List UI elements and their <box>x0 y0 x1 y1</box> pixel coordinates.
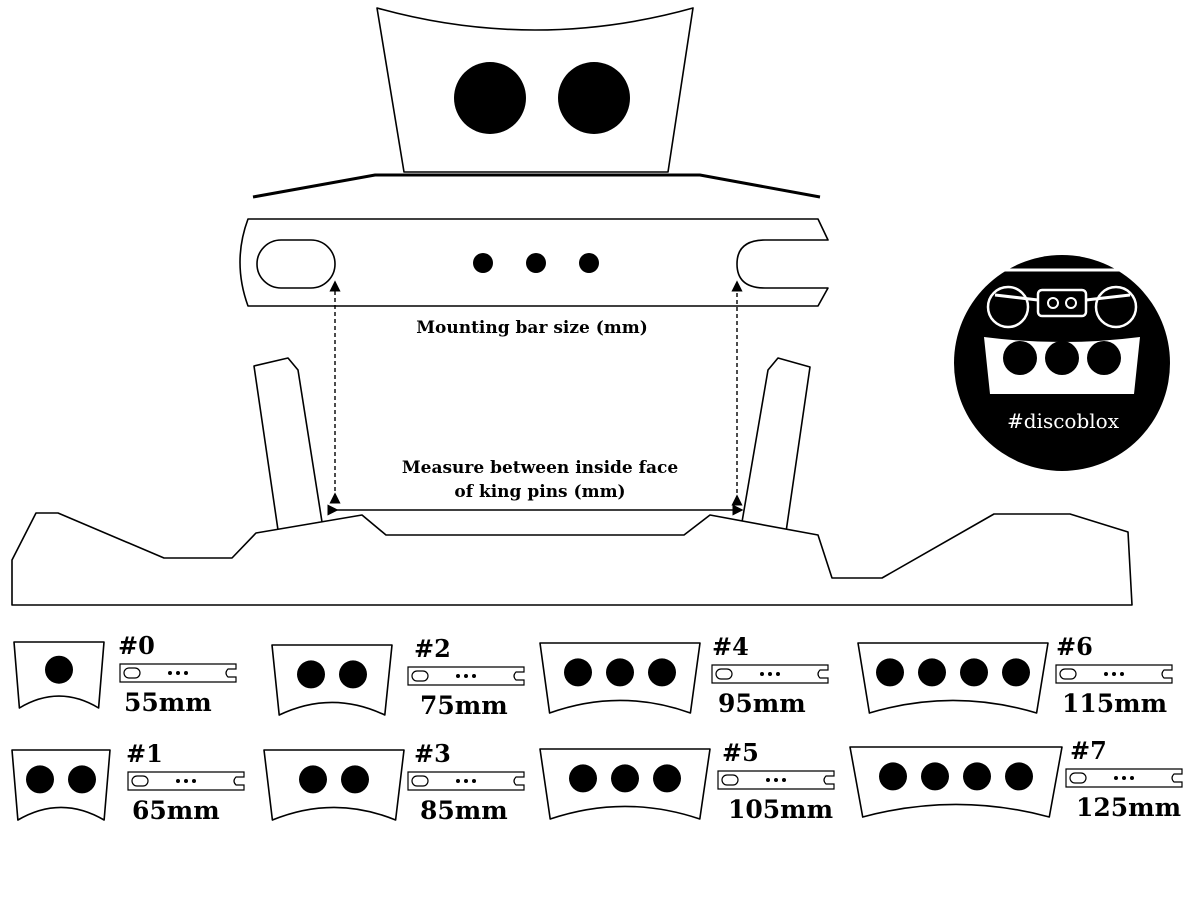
size-block-hole <box>879 762 907 791</box>
size-grid: #0 55mm #1 65mm #2 75mm #3 85mm #4 95mm #5 105mm #6 1… <box>11 631 1183 825</box>
logo-text: #discoblox <box>1007 409 1120 433</box>
size-item: #7 125mm <box>849 736 1183 822</box>
size-item: #3 85mm <box>263 739 525 825</box>
size-block-hole <box>648 658 676 687</box>
size-block-hole <box>569 764 597 793</box>
size-label: 75mm <box>420 691 508 720</box>
logo-wheel <box>1094 285 1138 329</box>
size-block <box>263 749 405 821</box>
size-item: #6 115mm <box>857 632 1173 718</box>
size-item: #5 105mm <box>539 738 835 824</box>
mounting-bar <box>239 218 829 307</box>
size-block-hole <box>339 660 367 689</box>
frame <box>11 512 1133 606</box>
size-label: 55mm <box>124 688 212 717</box>
size-block-hole <box>1005 762 1033 791</box>
size-block-hole <box>1002 658 1030 687</box>
size-number: #4 <box>712 632 749 661</box>
mounting-bar-label: Mounting bar size (mm) <box>416 318 648 338</box>
size-label: 115mm <box>1062 689 1167 718</box>
kingpin-right <box>741 357 811 533</box>
size-number: #0 <box>118 631 155 660</box>
size-block <box>271 644 393 716</box>
size-block-hole <box>876 658 904 687</box>
size-item: #4 95mm <box>539 632 829 718</box>
size-label: 125mm <box>1076 793 1181 822</box>
kingpin-left <box>253 357 323 531</box>
size-block-hole <box>45 655 73 684</box>
size-block-hole <box>297 660 325 689</box>
size-block-hole <box>960 658 988 687</box>
block-hole <box>454 62 526 134</box>
size-label: 85mm <box>420 796 508 825</box>
logo-wheel <box>986 285 1030 329</box>
size-block <box>857 642 1049 714</box>
size-label: 65mm <box>132 796 220 825</box>
size-number: #2 <box>414 634 451 663</box>
size-item: #1 65mm <box>11 739 245 825</box>
size-block-hole <box>921 762 949 791</box>
size-block <box>849 746 1063 818</box>
size-item: #0 55mm <box>13 631 237 717</box>
size-label: 95mm <box>718 689 806 718</box>
size-item: #2 75mm <box>271 634 525 720</box>
measure-label-line2: of king pins (mm) <box>454 482 625 502</box>
mounting-slot <box>256 239 336 289</box>
size-number: #1 <box>126 739 163 768</box>
size-block <box>11 749 111 821</box>
plate-line <box>252 173 821 199</box>
size-block-hole <box>653 764 681 793</box>
size-block-hole <box>299 765 327 794</box>
size-number: #5 <box>722 738 759 767</box>
discoblox-logo: #discoblox <box>954 255 1170 471</box>
size-block-hole <box>26 765 54 794</box>
size-block-hole <box>341 765 369 794</box>
size-block-hole <box>918 658 946 687</box>
size-number: #3 <box>414 739 451 768</box>
size-label: 105mm <box>728 795 833 824</box>
size-block-hole <box>564 658 592 687</box>
size-block-hole <box>611 764 639 793</box>
block-hole <box>558 62 630 134</box>
measure-label-line1: Measure between inside face <box>402 458 679 478</box>
top-block <box>376 7 694 173</box>
size-number: #7 <box>1070 736 1107 765</box>
size-number: #6 <box>1056 632 1093 661</box>
size-block-hole <box>68 765 96 794</box>
size-block-hole <box>963 762 991 791</box>
size-block-hole <box>606 658 634 687</box>
